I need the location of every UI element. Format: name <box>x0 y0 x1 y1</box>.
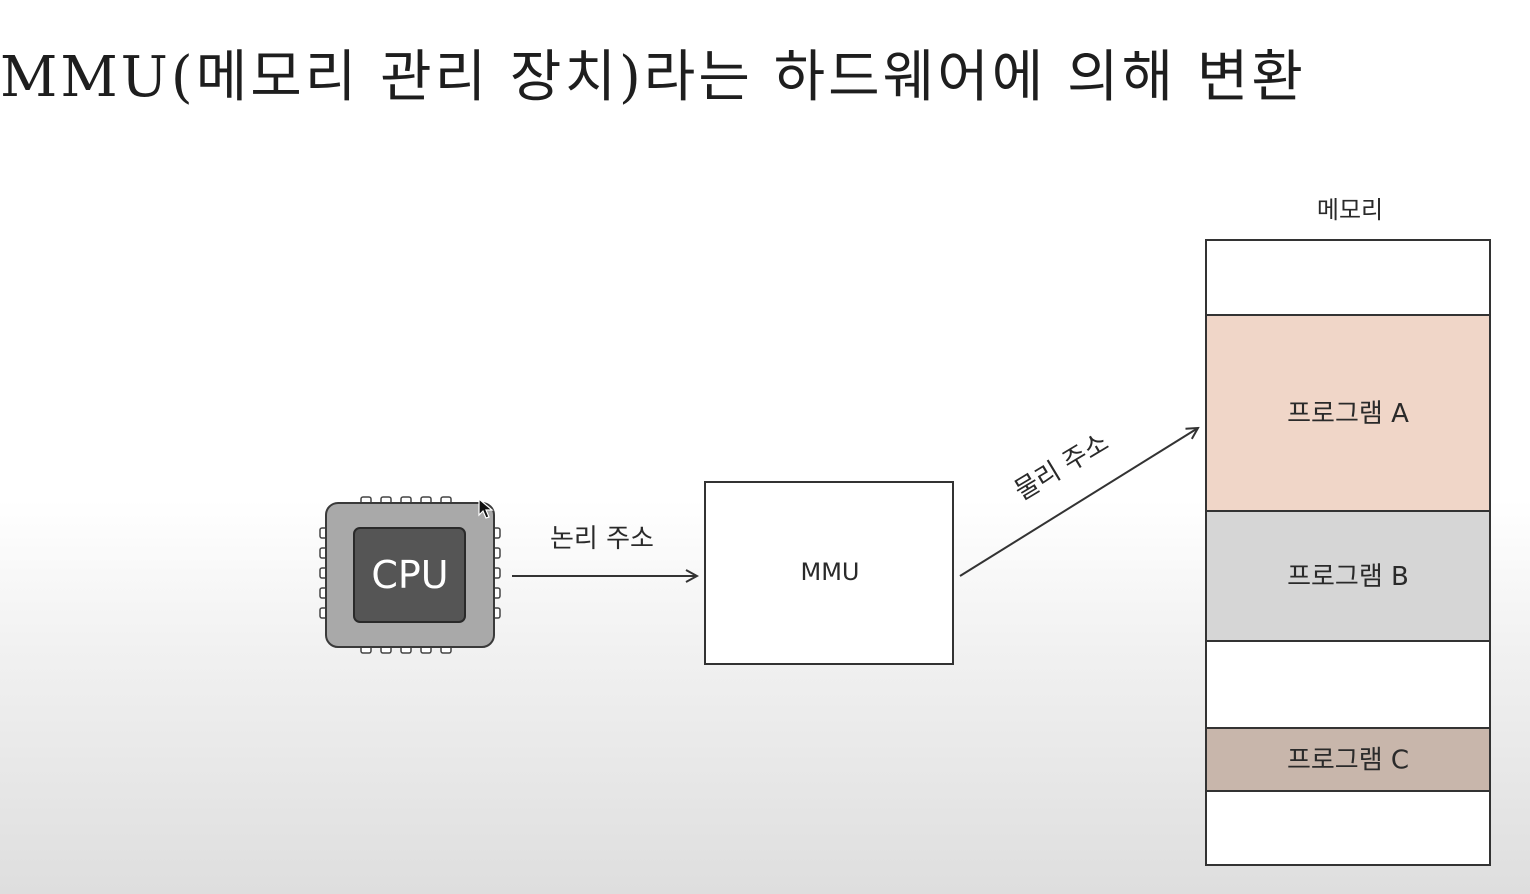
memory-block-label: 프로그램 C <box>1287 746 1409 776</box>
physical-address-arrow <box>959 428 1198 577</box>
memory-block-empty <box>1205 239 1491 316</box>
memory-column: 프로그램 A 프로그램 B 프로그램 C <box>1205 239 1491 866</box>
mmu-box <box>704 481 954 665</box>
memory-block-program <box>1205 727 1491 792</box>
mmu-label: MMU <box>801 558 860 586</box>
memory-block-program <box>1205 510 1491 642</box>
page-title: MMU(메모리 관리 장치)라는 하드웨어에 의해 변환 <box>0 45 1306 110</box>
memory-block-empty <box>1205 790 1491 866</box>
physical-address-label: 물리 주소 <box>1010 428 1115 507</box>
mouse-cursor-icon <box>478 498 494 519</box>
cpu-die <box>353 527 466 623</box>
memory-label: 메모리 <box>1317 196 1383 224</box>
cpu-chip: CPU <box>319 496 501 654</box>
cpu-label: CPU <box>371 553 448 597</box>
memory-block-empty <box>1205 640 1491 729</box>
memory-block-label: 프로그램 B <box>1287 562 1409 592</box>
memory-block-label: 프로그램 A <box>1287 399 1409 429</box>
logical-address-label: 논리 주소 <box>550 524 654 554</box>
memory-block-program <box>1205 314 1491 512</box>
